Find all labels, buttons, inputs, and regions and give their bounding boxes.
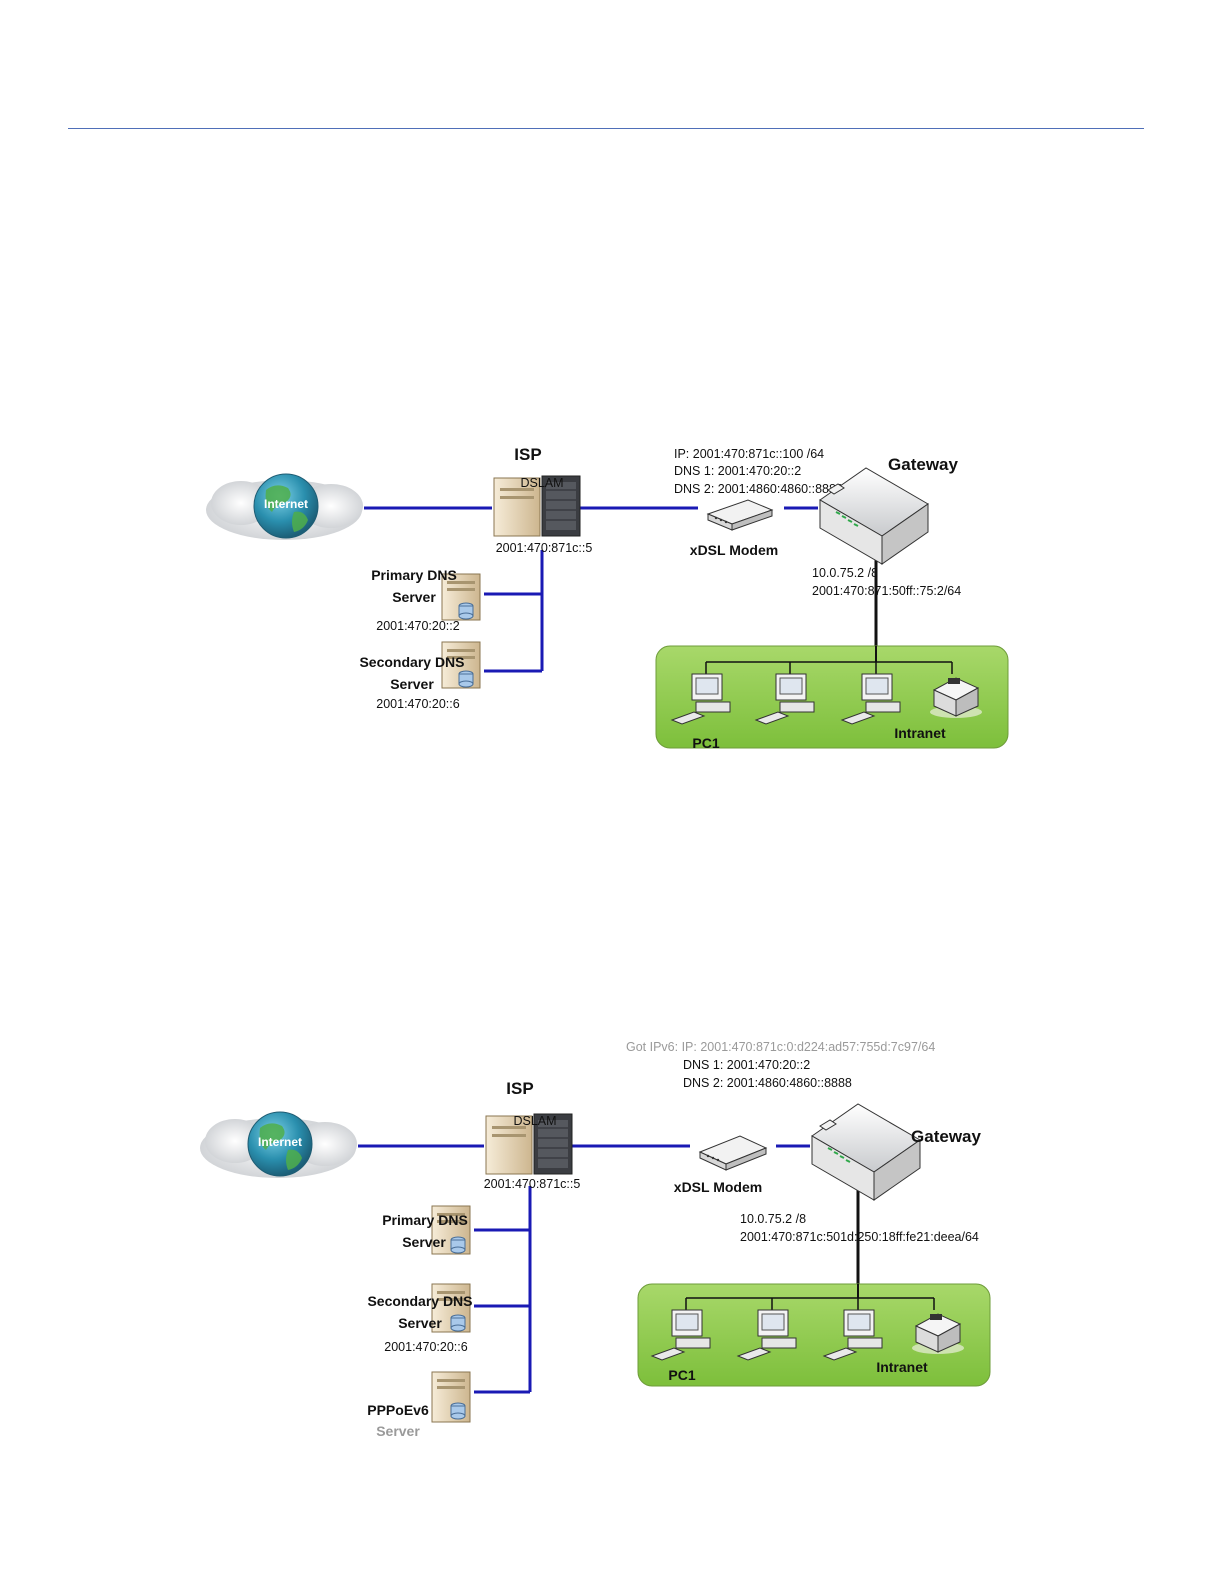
pc-icon xyxy=(670,673,731,725)
pc-icon xyxy=(754,673,815,725)
secondary-dns-ip: 2001:470:20::6 xyxy=(376,697,459,711)
gateway-icon xyxy=(811,1103,921,1201)
xdsl-modem-label: xDSL Modem xyxy=(690,542,778,558)
dslam-icon xyxy=(485,1113,573,1175)
pppoe-server-icon xyxy=(431,1371,471,1423)
pc-icon xyxy=(822,1309,883,1361)
printer-icon xyxy=(912,1313,964,1354)
modem-ip: IP: 2001:470:871c::100 /64 xyxy=(674,447,824,461)
primary-dns-label: Primary DNS xyxy=(371,567,457,583)
internet-cloud-icon xyxy=(206,473,363,540)
lan-ipv6: 2001:470:871c:501d:250:18ff:fe21:deea/64 xyxy=(740,1230,979,1244)
primary-dns-server-icon xyxy=(441,573,481,621)
primary-dns-label-server: Server xyxy=(402,1234,446,1250)
secondary-dns-label-server: Server xyxy=(390,676,434,692)
modem-dns1: DNS 1: 2001:470:20::2 xyxy=(674,464,801,478)
dslam-label: DSLAM xyxy=(513,1114,556,1128)
link-lines xyxy=(358,1144,810,1394)
primary-dns-label: Primary DNS xyxy=(382,1212,468,1228)
secondary-dns-server-icon xyxy=(441,641,481,689)
intranet-lan-box xyxy=(637,1283,991,1387)
secondary-dns-server-icon xyxy=(431,1283,471,1333)
dslam-label: DSLAM xyxy=(520,476,563,490)
lan-ipv6: 2001:470:871:50ff::75:2/64 xyxy=(812,584,961,598)
xdsl-modem-label: xDSL Modem xyxy=(674,1179,762,1195)
pc1-label: PC1 xyxy=(668,1367,695,1383)
dns1-label: DNS 1: 2001:470:20::2 xyxy=(683,1058,810,1072)
pc-icon xyxy=(650,1309,711,1361)
intranet-lan-box xyxy=(655,645,1009,749)
gateway-label: Gateway xyxy=(888,455,958,474)
pppoe-server-label-server: Server xyxy=(376,1423,420,1439)
pc-icon xyxy=(736,1309,797,1361)
gateway-label: Gateway xyxy=(911,1127,981,1146)
dslam-icon xyxy=(493,475,581,537)
secondary-dns-label: Secondary DNS xyxy=(359,654,464,670)
modem-dns2: DNS 2: 2001:4860:4860::8888 xyxy=(674,482,843,496)
pppoe-server-label: PPPoEv6 xyxy=(367,1402,429,1418)
xdsl-modem-icon xyxy=(706,499,774,531)
internet-label: Internet xyxy=(258,1135,302,1149)
lan-ipv4: 10.0.75.2 /8 xyxy=(812,566,878,580)
pc1-label: PC1 xyxy=(692,735,719,751)
internet-label: Internet xyxy=(264,497,308,511)
gateway-icon xyxy=(819,467,929,565)
link-lines xyxy=(364,506,818,673)
intranet-label: Intranet xyxy=(894,725,946,741)
printer-icon xyxy=(930,677,982,718)
internet-cloud-icon xyxy=(200,1111,357,1178)
xdsl-modem-icon xyxy=(698,1135,768,1171)
isp-label: ISP xyxy=(514,445,541,464)
secondary-dns-label: Secondary DNS xyxy=(367,1293,472,1309)
primary-dns-label-server: Server xyxy=(392,589,436,605)
pc-icon xyxy=(840,673,901,725)
dslam-ip: 2001:470:871c::5 xyxy=(496,541,593,555)
dslam-ip: 2001:470:871c::5 xyxy=(484,1177,581,1191)
intranet-label: Intranet xyxy=(876,1359,928,1375)
lan-ipv4: 10.0.75.2 /8 xyxy=(740,1212,806,1226)
network-diagram-ipv6-pppoe: Got IPv6: IP: 2001:470:871c:0:d224:ad57:… xyxy=(192,1036,1022,1448)
primary-dns-ip: 2001:470:20::2 xyxy=(376,619,459,633)
primary-dns-server-icon xyxy=(431,1205,471,1255)
secondary-dns-label-server: Server xyxy=(398,1315,442,1331)
got-ipv6-label: Got IPv6: IP: 2001:470:871c:0:d224:ad57:… xyxy=(626,1040,935,1054)
dns2-label: DNS 2: 2001:4860:4860::8888 xyxy=(683,1076,852,1090)
header-rule xyxy=(68,128,1144,129)
network-diagram-ipv6-static: Internet ISP DSLAM 2001:470:871c::5 IP: … xyxy=(196,428,1018,768)
secondary-dns-ip: 2001:470:20::6 xyxy=(384,1340,467,1354)
isp-label: ISP xyxy=(506,1079,533,1098)
